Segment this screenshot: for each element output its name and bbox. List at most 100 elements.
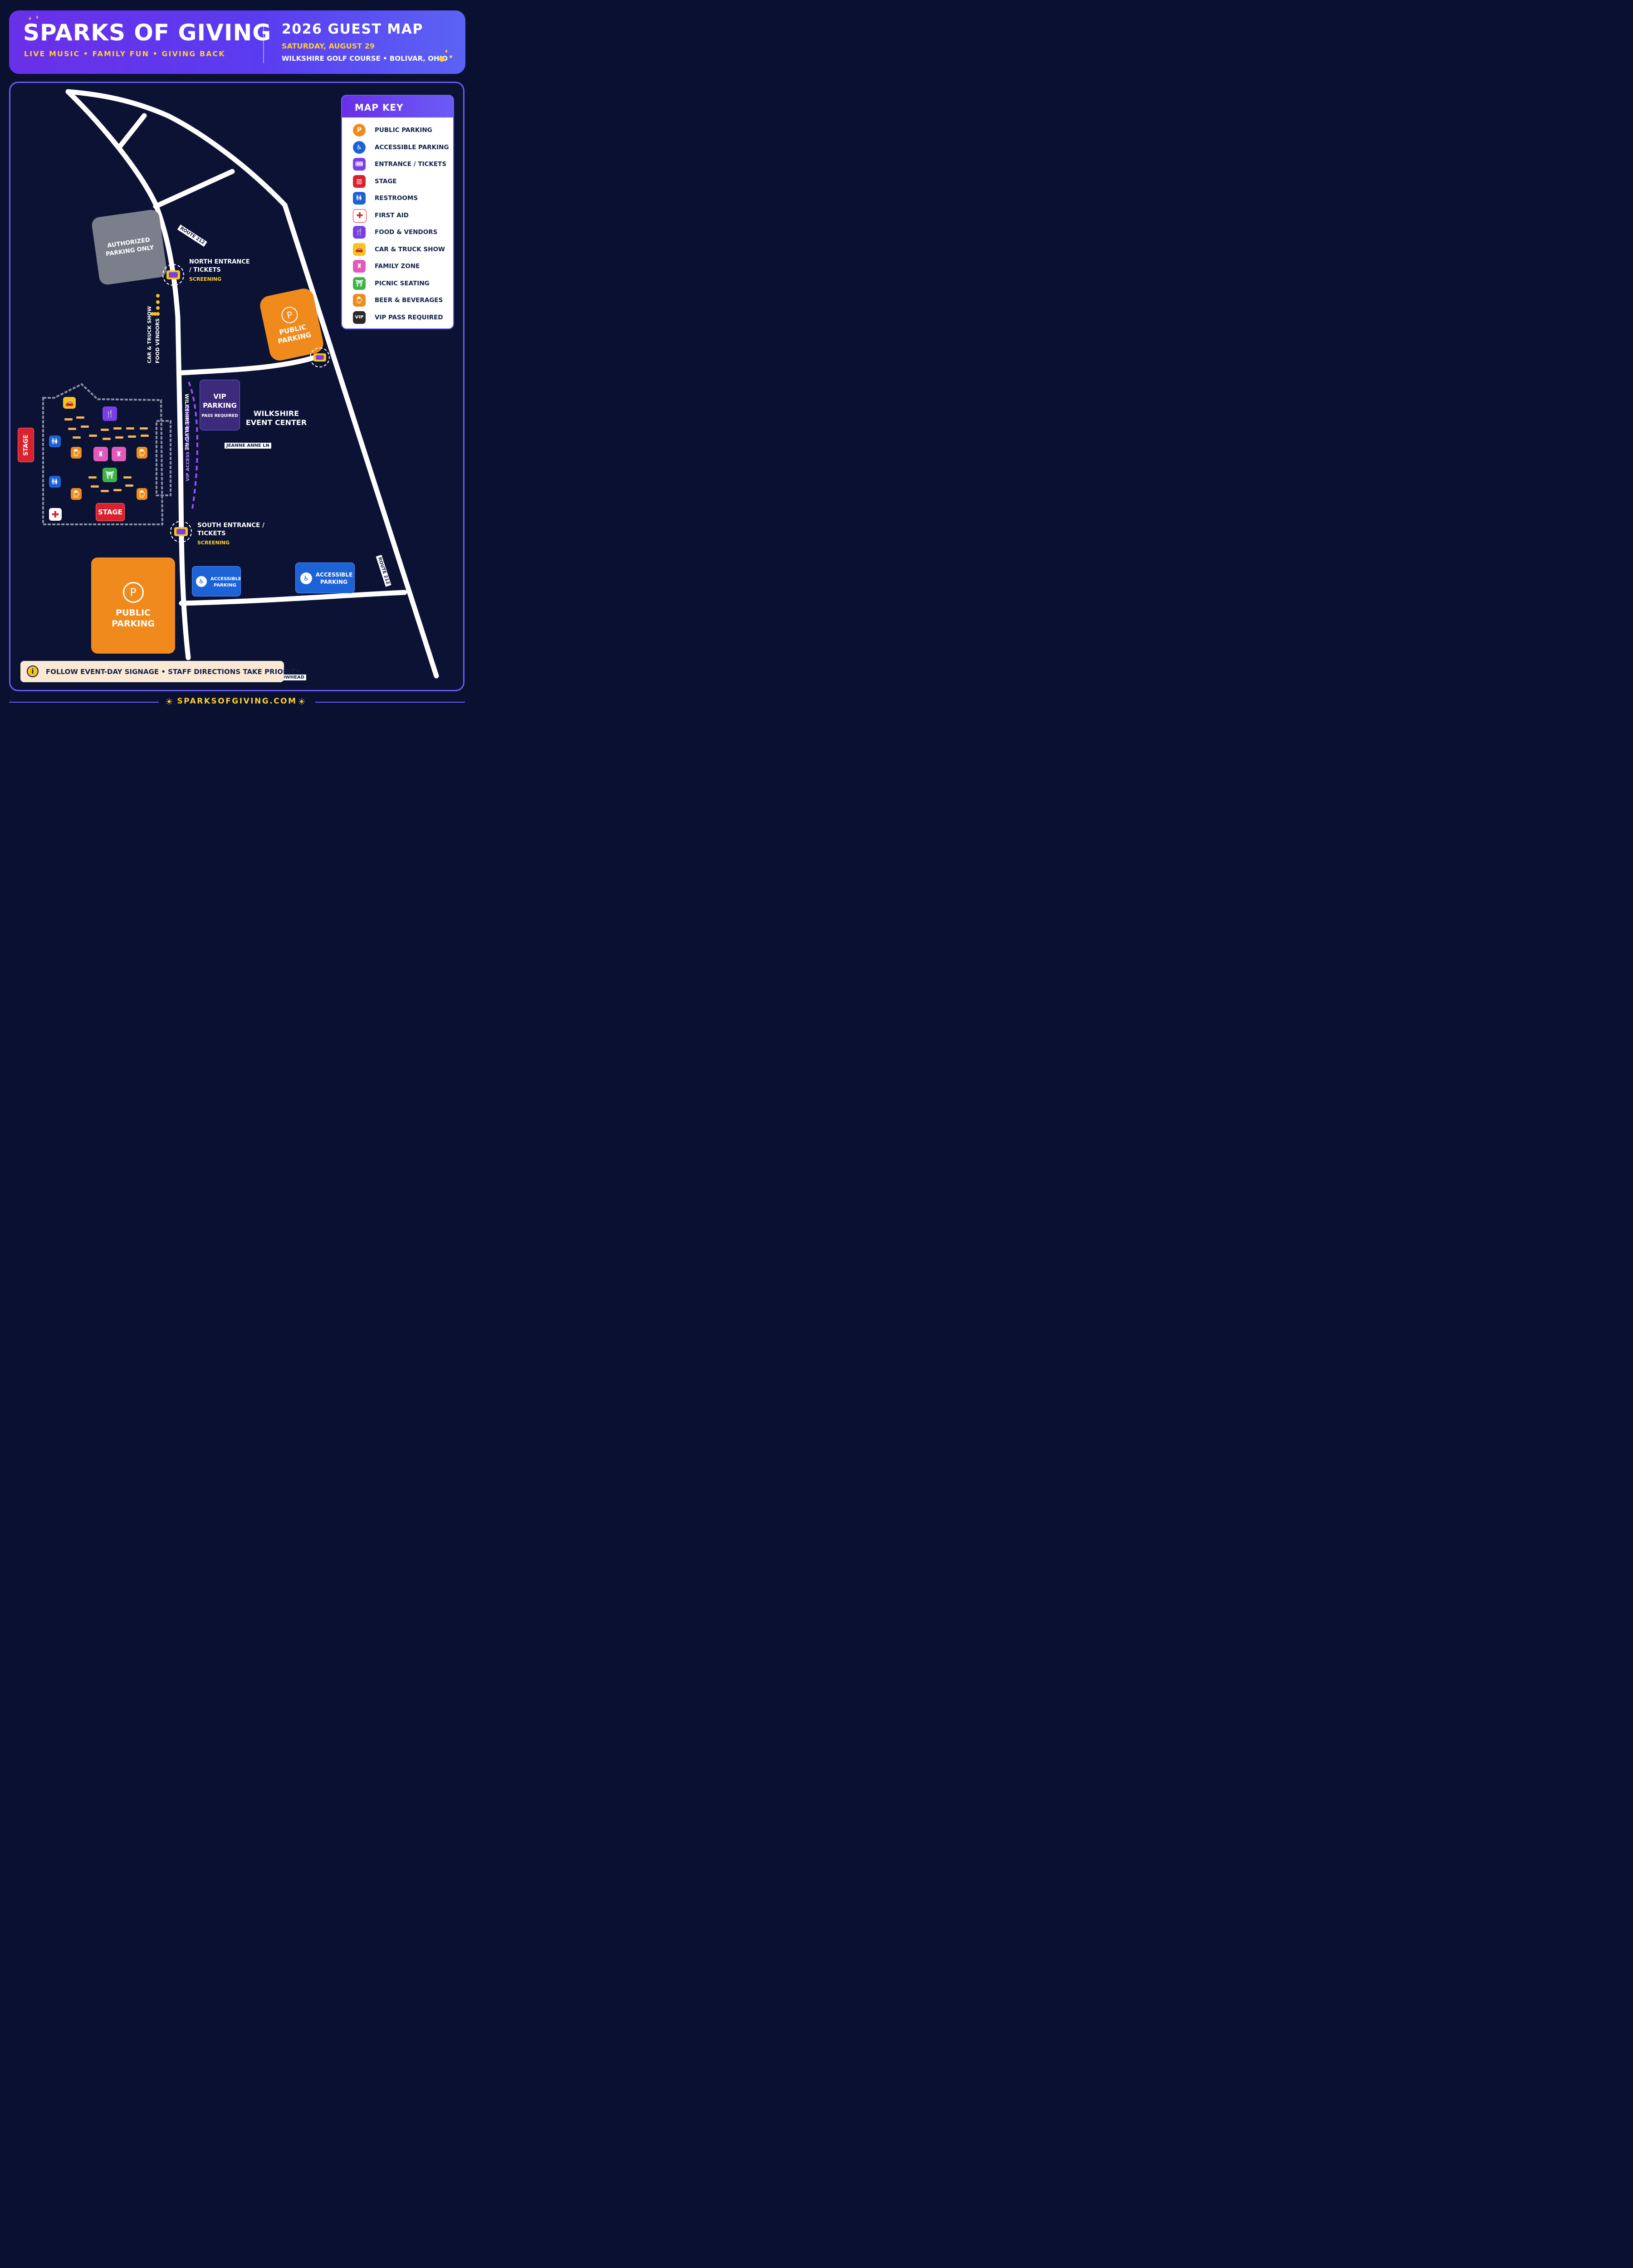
car-show-icon[interactable]: 🚗 [63, 397, 76, 409]
picnic-tables [64, 416, 149, 492]
beer-icon: 🍺 [353, 294, 366, 307]
castle-icon[interactable]: ♜ [112, 447, 126, 461]
car-icon: 🚗 [353, 243, 366, 256]
food-vendors-side-label: FOOD VENDORS [155, 318, 161, 363]
vendor-dots [151, 294, 160, 316]
first-aid-icon[interactable]: ✚ [49, 508, 62, 521]
north-entrance-label: NORTH ENTRANCE / TICKETS [189, 259, 250, 274]
restroom-icon[interactable]: 🚻 [49, 476, 61, 488]
ticket-icon: 🎟 [353, 158, 366, 171]
food-icon[interactable]: 🍴 [103, 406, 117, 421]
stage-side-label: STAGE [22, 434, 29, 456]
ticket-icon [174, 527, 188, 536]
first-aid-icon: ✚ [353, 209, 367, 223]
ticket-icon [313, 353, 326, 362]
map-canvas: ROUTE 212 ROUTE 212 WILKSHIRE BLVD NE JE… [10, 83, 463, 690]
picnic-icon[interactable]: ⛩ [103, 468, 117, 482]
map-key-item: ⛩ PICNIC SEATING [353, 277, 453, 291]
stage-icon: ▥ [353, 175, 366, 188]
sparkle-icon [439, 49, 452, 62]
vip-access-path [188, 381, 199, 509]
castle-icon: ♜ [353, 260, 366, 273]
south-screening-label: SCREENING [197, 540, 230, 546]
north-screening-label: SCREENING [189, 276, 222, 282]
festival-fence [42, 383, 171, 525]
picnic-icon: ⛩ [353, 277, 366, 290]
vip-access-label: VIP ACCESS • PASS REQUIRED [186, 405, 191, 481]
map-key-label: PICNIC SEATING [375, 279, 430, 287]
map-key-item: 🎟 ENTRANCE / TICKETS [353, 158, 453, 171]
parking-icon: P [122, 582, 144, 603]
ticket-icon [166, 270, 180, 279]
sun-icon: ☀ [165, 696, 173, 707]
north-entrance-marker[interactable] [162, 264, 184, 286]
map-key-label: ACCESSIBLE PARKING [375, 143, 449, 151]
map-key-title: MAP KEY [355, 102, 404, 113]
jeanne-anne-label: JEANNE ANNE LN [225, 443, 271, 449]
beer-icon[interactable]: 🍺 [71, 488, 82, 500]
map-key-item: ✚ FIRST AID [353, 209, 453, 223]
beer-icon[interactable]: 🍺 [137, 447, 147, 459]
map-key-label: FAMILY ZONE [375, 263, 420, 270]
beer-icon[interactable]: 🍺 [137, 488, 147, 500]
sun-icon: ☀ [298, 696, 306, 707]
event-date: SATURDAY, AUGUST 29 [282, 42, 375, 50]
map-key-label: BEER & BEVERAGES [375, 297, 443, 304]
castle-icon[interactable]: ♜ [93, 447, 108, 461]
accessible-parking-label: ACCESSIBLE PARKING [210, 577, 241, 588]
sparkle-icon [29, 15, 38, 20]
parking-icon: P [353, 124, 366, 137]
vip-pass-label: PASS REQUIRED [201, 414, 238, 418]
authorized-parking-area[interactable]: AUTHORIZED PARKING ONLY [91, 209, 168, 286]
map-key-item: 🚻 RESTROOMS [353, 192, 453, 205]
stage-side-area[interactable]: STAGE [18, 428, 34, 462]
car-show-side-label: CAR & TRUCK SHOW [147, 306, 152, 363]
map-key-label: RESTROOMS [375, 195, 418, 202]
website-link[interactable]: SPARKSOFGIVING.COM [177, 697, 297, 706]
header-divider [263, 23, 264, 63]
accessible-parking-1[interactable]: ♿ ACCESSIBLE PARKING [192, 566, 241, 596]
restroom-icon: 🚻 [353, 192, 366, 205]
footer-rule [315, 702, 465, 703]
footer-rule [9, 702, 159, 703]
map-key-item: ▥STAGE [353, 175, 453, 189]
map-key-item: 🍺 BEER & BEVERAGES [353, 294, 453, 308]
footer-note-text: FOLLOW EVENT-DAY SIGNAGE • STAFF DIRECTI… [46, 668, 301, 676]
map-key-label: FIRST AID [375, 211, 409, 219]
event-tagline: LIVE MUSIC • FAMILY FUN • GIVING BACK [24, 49, 225, 58]
map-key-item: 🚗 CAR & TRUCK SHOW [353, 243, 453, 257]
arrowhead-road [179, 590, 407, 606]
public-parking-lower[interactable]: P PUBLIC PARKING [91, 557, 175, 654]
connector-road [117, 113, 147, 149]
south-entrance-marker[interactable] [170, 521, 192, 543]
restroom-icon[interactable]: 🚻 [49, 435, 61, 447]
map-key-label: ENTRANCE / TICKETS [375, 161, 447, 168]
connector-road [153, 169, 235, 209]
public-parking-lower-label: PUBLIC PARKING [112, 608, 155, 629]
beer-icon[interactable]: 🍺 [71, 447, 82, 459]
stage-inner-label: STAGE [98, 508, 123, 516]
road-network [42, 89, 439, 679]
map-key-header: MAP KEY [342, 96, 453, 117]
authorized-parking-label: AUTHORIZED PARKING ONLY [105, 236, 155, 258]
map-key-item: 🍴FOOD & VENDORS [353, 226, 453, 240]
info-icon: i [27, 665, 39, 677]
jeanne-anne-road [179, 353, 322, 376]
vip-parking-area[interactable]: VIP PARKING PASS REQUIRED [200, 380, 240, 430]
parking-icon: P [280, 305, 299, 325]
stage-inner-area[interactable]: STAGE [96, 503, 125, 521]
accessible-parking-label: ACCESSIBLE PARKING [316, 572, 353, 585]
event-center-label: WILKSHIRE EVENT CENTER [245, 409, 307, 427]
map-key-label: VIP PASS REQUIRED [375, 313, 443, 321]
public-parking-upper-label: PUBLIC PARKING [277, 323, 312, 346]
wheelchair-icon: ♿ [300, 572, 312, 584]
east-entrance-marker[interactable] [310, 347, 330, 367]
wheelchair-icon: ♿ [196, 576, 207, 587]
accessible-parking-2[interactable]: ♿ ACCESSIBLE PARKING [295, 562, 355, 593]
food-icon: 🍴 [353, 226, 366, 239]
map-key-label: CAR & TRUCK SHOW [375, 245, 445, 253]
vip-parking-label: VIP PARKING [203, 392, 237, 410]
